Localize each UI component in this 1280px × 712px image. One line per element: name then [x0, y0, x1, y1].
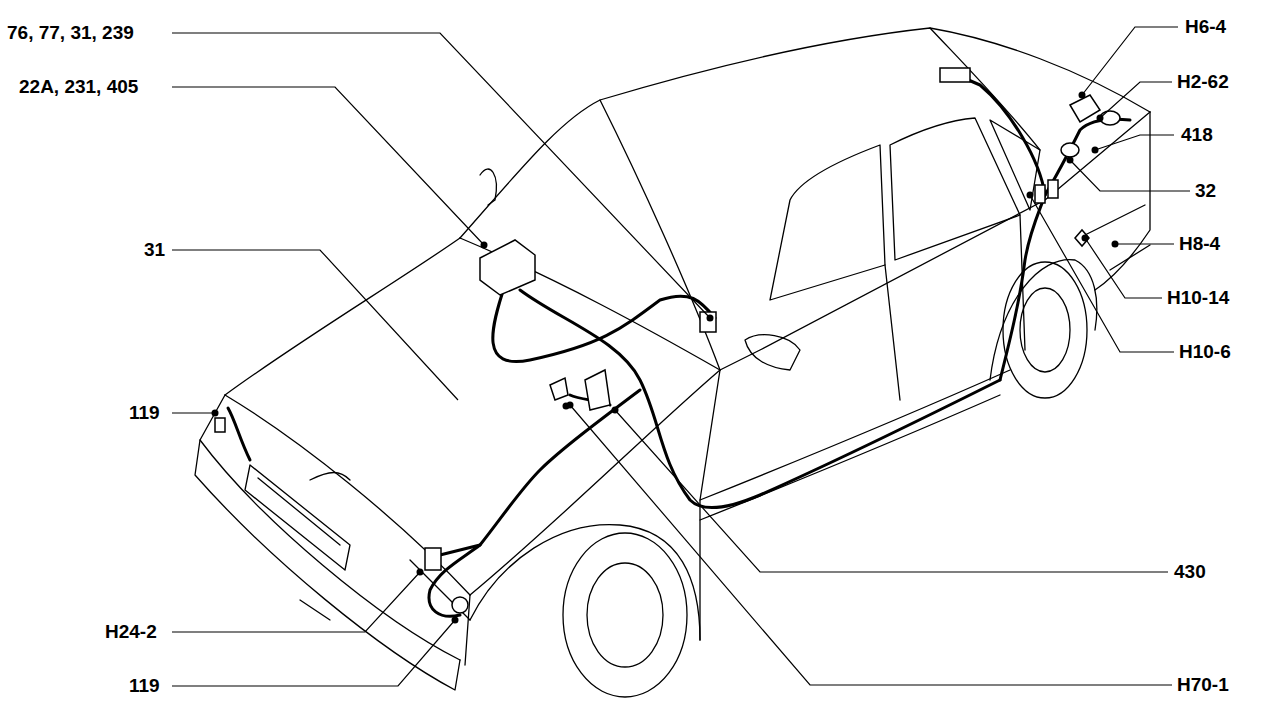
callout-number: 31	[143, 239, 166, 261]
callout-number: H8-4	[1178, 233, 1221, 255]
callout-number: 430	[1173, 561, 1207, 583]
callout-number: 119	[128, 402, 161, 424]
callout-number: H10-6	[1178, 341, 1232, 363]
callout-number: H6-4	[1184, 16, 1227, 38]
callout-number: H70-1	[1176, 674, 1230, 696]
callout-number: H24-2	[104, 621, 158, 643]
callout-number: 119	[128, 675, 161, 697]
callout-number: 22A, 231, 405	[18, 76, 139, 98]
callout-number: 32	[1194, 180, 1217, 202]
callout-number: 418	[1180, 124, 1214, 146]
callout-number: 76, 77, 31, 239	[6, 22, 135, 44]
callout-number: H2-62	[1176, 71, 1230, 93]
callout-number: H10-14	[1166, 287, 1230, 309]
